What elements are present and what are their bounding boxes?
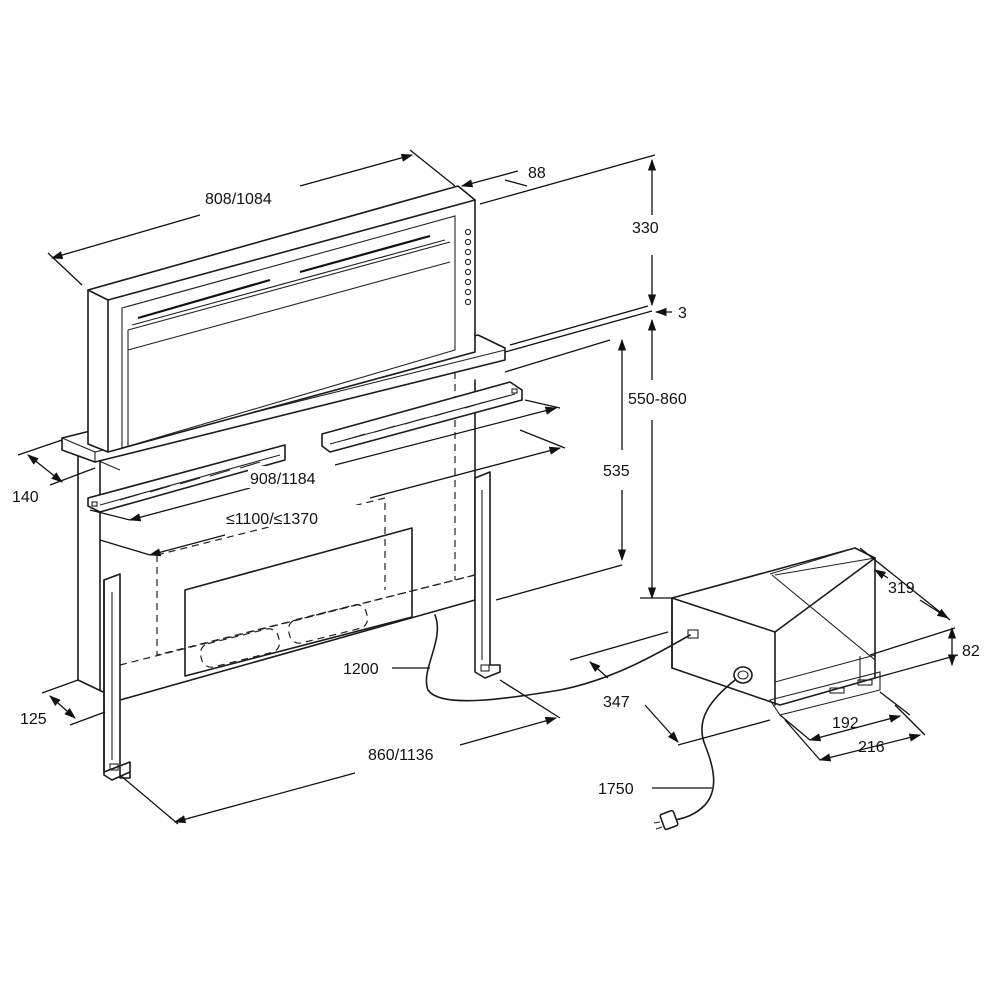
label-cable-length: 1200 [343,661,379,678]
label-bracket-width: 908/1184 [250,471,316,488]
label-motor-base1: 192 [832,715,859,732]
label-install-depth: 550-860 [628,391,687,408]
label-cutout-width: ≤1100/≤1370 [226,511,318,528]
label-power-cable: 1750 [598,781,634,798]
label-motor-width: 347 [603,694,630,711]
vertical-bracket-left [103,573,131,781]
dimension-labels: 808/1084 88 330 3 550-860 535 140 908/11… [12,165,980,798]
label-flange-depth: 140 [12,489,39,506]
cables [425,614,736,831]
label-motor-height: 82 [962,643,980,660]
label-height-raise: 330 [632,220,659,237]
power-plug-icon [653,809,679,831]
label-bottom-depth: 125 [20,711,47,728]
label-width-top: 808/1084 [205,191,272,208]
label-gap: 3 [678,305,687,322]
label-depth-top: 88 [528,165,546,182]
label-body-width: 860/1136 [368,747,434,764]
motor-unit [671,547,881,716]
vertical-bracket-right [474,471,501,679]
label-motor-depth: 319 [888,580,915,597]
hood-head [87,185,476,453]
mounting-bracket-left [87,444,286,513]
control-buttons [464,228,472,306]
dimension-lines [17,149,959,825]
label-motor-base2: 216 [858,739,885,756]
label-height-body: 535 [603,463,630,480]
hood-unit [61,185,523,781]
mounting-bracket-right [321,381,523,453]
